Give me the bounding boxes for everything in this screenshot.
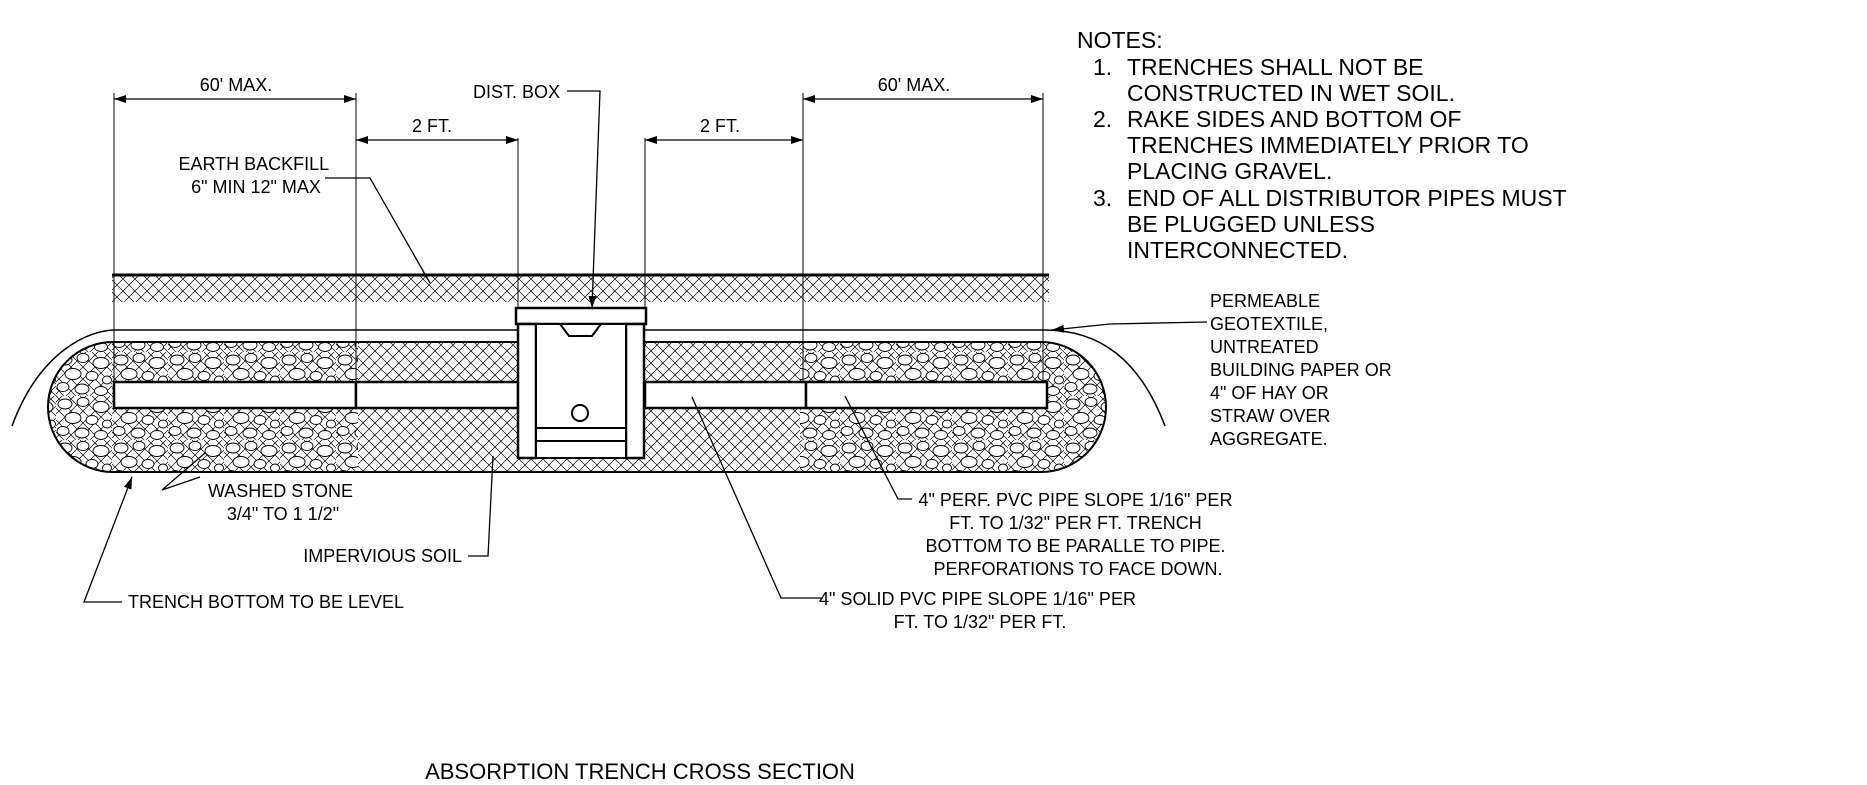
note-1-line-1: TRENCHES SHALL NOT BE	[1127, 54, 1424, 80]
label-earth-backfill-line-1: EARTH BACKFILL	[178, 154, 329, 174]
label-solid-pipe: 4" SOLID PVC PIPE SLOPE 1/16" PER FT. TO…	[819, 589, 1141, 632]
label-washed-stone-line-1: WASHED STONE	[208, 481, 353, 501]
note-1-text: TRENCHES SHALL NOT BE CONSTRUCTED IN WET…	[1127, 54, 1455, 106]
label-geotextile-line-2: GEOTEXTILE,	[1210, 314, 1328, 334]
note-1-number: 1.	[1093, 54, 1112, 80]
notes-block: NOTES: 1. TRENCHES SHALL NOT BE CONSTRUC…	[1077, 27, 1573, 263]
note-2-line-1: RAKE SIDES AND BOTTOM OF	[1127, 106, 1461, 132]
label-perf-pipe-line-2: FT. TO 1/32" PER FT. TRENCH	[949, 513, 1201, 533]
note-1-line-2: CONSTRUCTED IN WET SOIL.	[1127, 80, 1455, 106]
dimension-lines	[114, 95, 1043, 144]
dimension-extension-lines	[113, 93, 1044, 382]
note-3-line-2: BE PLUGGED UNLESS	[1127, 211, 1375, 237]
label-perf-pipe: 4" PERF. PVC PIPE SLOPE 1/16" PER FT. TO…	[919, 490, 1238, 579]
notes-heading: NOTES:	[1077, 27, 1163, 53]
label-geotextile: PERMEABLE GEOTEXTILE, UNTREATED BUILDING…	[1210, 291, 1397, 449]
label-washed-stone-line-2: 3/4" TO 1 1/2"	[227, 504, 339, 524]
label-perf-pipe-line-4: PERFORATIONS TO FACE DOWN.	[933, 559, 1222, 579]
dim-left-gap: 2 FT.	[412, 116, 452, 136]
earth-backfill-layer	[112, 273, 1049, 302]
label-geotextile-line-5: 4" OF HAY OR	[1210, 383, 1329, 403]
note-2-line-3: PLACING GRAVEL.	[1127, 158, 1332, 184]
label-geotextile-line-1: PERMEABLE	[1210, 291, 1320, 311]
label-geotextile-line-3: UNTREATED	[1210, 337, 1319, 357]
drawing-title: ABSORPTION TRENCH CROSS SECTION	[425, 759, 855, 784]
label-perf-pipe-line-1: 4" PERF. PVC PIPE SLOPE 1/16" PER	[919, 490, 1233, 510]
leader-lines	[83, 90, 1208, 603]
note-3-text: END OF ALL DISTRIBUTOR PIPES MUST BE PLU…	[1127, 185, 1573, 263]
label-solid-pipe-line-1: 4" SOLID PVC PIPE SLOPE 1/16" PER	[819, 589, 1136, 609]
geotextile-arc	[11, 329, 1166, 427]
label-impervious-soil: IMPERVIOUS SOIL	[303, 546, 462, 566]
note-3-number: 3.	[1093, 185, 1112, 211]
label-geotextile-line-6: STRAW OVER	[1210, 406, 1330, 426]
dim-right-max: 60' MAX.	[878, 75, 950, 95]
dim-right-gap: 2 FT.	[700, 116, 740, 136]
note-2-text: RAKE SIDES AND BOTTOM OF TRENCHES IMMEDI…	[1127, 106, 1535, 184]
dim-left-max: 60' MAX.	[200, 75, 272, 95]
note-3-line-3: INTERCONNECTED.	[1127, 237, 1348, 263]
label-dist-box: DIST. BOX	[473, 82, 560, 102]
distributor-pipes	[112, 380, 1049, 410]
label-perf-pipe-line-3: BOTTOM TO BE PARALLE TO PIPE.	[925, 536, 1225, 556]
label-geotextile-line-7: AGGREGATE.	[1210, 429, 1328, 449]
note-2-number: 2.	[1093, 106, 1112, 132]
distribution-box	[514, 306, 648, 460]
label-earth-backfill: EARTH BACKFILL 6" MIN 12" MAX	[178, 154, 333, 197]
note-3-line-1: END OF ALL DISTRIBUTOR PIPES MUST	[1127, 185, 1567, 211]
label-earth-backfill-line-2: 6" MIN 12" MAX	[191, 177, 321, 197]
label-geotextile-line-4: BUILDING PAPER OR	[1210, 360, 1392, 380]
note-2-line-2: TRENCHES IMMEDIATELY PRIOR TO	[1127, 132, 1529, 158]
label-washed-stone: WASHED STONE 3/4" TO 1 1/2"	[208, 481, 358, 524]
label-solid-pipe-line-2: FT. TO 1/32" PER FT.	[894, 612, 1067, 632]
label-trench-bottom: TRENCH BOTTOM TO BE LEVEL	[128, 592, 404, 612]
